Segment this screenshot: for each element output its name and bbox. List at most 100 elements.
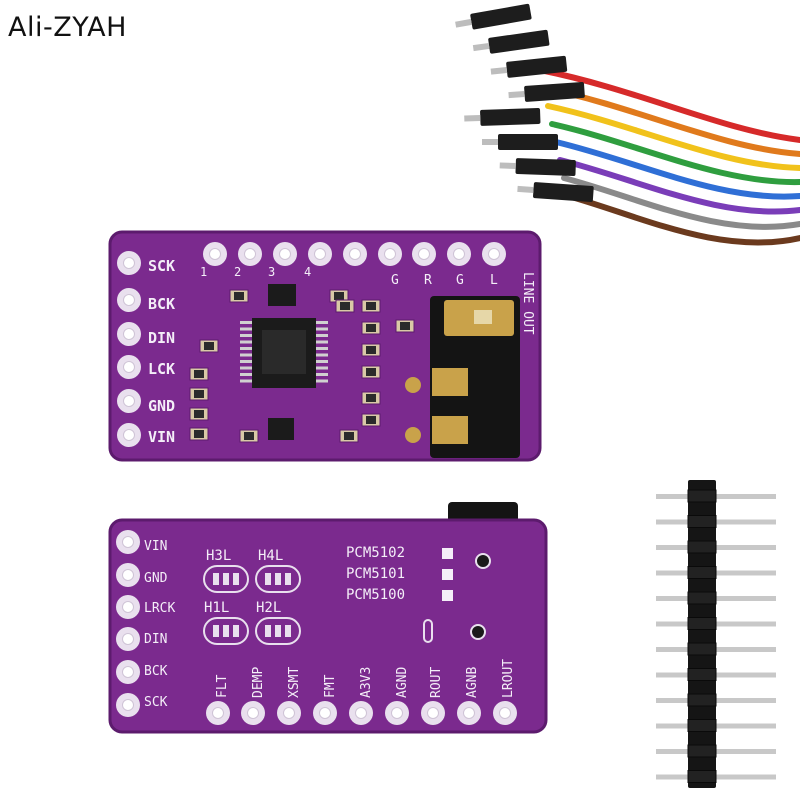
- dupont-pin: [490, 66, 508, 75]
- solder-jumper-pad: [285, 573, 291, 585]
- smd-component: [400, 322, 410, 330]
- smd-component: [234, 292, 244, 300]
- pin-pad: [122, 666, 134, 678]
- dupont-connector: [533, 182, 594, 203]
- back-pin-label: VIN: [144, 539, 167, 554]
- header-segment: [687, 693, 717, 707]
- smd-component: [366, 324, 376, 332]
- chip-leg: [316, 353, 328, 357]
- pin-pad: [488, 248, 500, 260]
- dupont-connector: [506, 55, 568, 78]
- jumper-wire: [557, 157, 800, 215]
- jumper-wires: [455, 3, 800, 246]
- solder-jumper-pad: [265, 625, 271, 637]
- pin-pad: [418, 248, 430, 260]
- pin-pad: [123, 361, 135, 373]
- header-segment: [687, 642, 717, 656]
- smd-component: [194, 410, 204, 418]
- chip-leg: [240, 334, 252, 337]
- chip-leg: [240, 373, 252, 376]
- front-audio-label: G: [391, 273, 399, 288]
- header-segment: [687, 617, 717, 630]
- pin-pad: [319, 707, 331, 719]
- regulator-chip: [268, 284, 296, 306]
- front-left-pin-pads: [117, 251, 141, 447]
- front-top-number: 4: [304, 265, 311, 279]
- solder-jumper-pad: [275, 625, 281, 637]
- chip-leg: [316, 327, 328, 331]
- solder-jumper-pad: [275, 573, 281, 585]
- smd-component: [194, 370, 204, 378]
- chip-leg: [240, 340, 252, 344]
- back-bottom-label: FMT: [323, 674, 338, 698]
- smd-component: [366, 368, 376, 376]
- smd-components: [189, 289, 415, 443]
- pin-pad: [122, 633, 134, 645]
- jumper-wire: [553, 139, 800, 200]
- header-segment: [687, 540, 717, 554]
- dupont-connector: [470, 3, 532, 30]
- header-segment: [687, 489, 717, 503]
- front-side-label: LINE OUT: [520, 272, 535, 335]
- back-pcb-shade: [108, 518, 548, 734]
- pin-pad: [463, 707, 475, 719]
- header-segment: [687, 668, 717, 681]
- chip-leg: [240, 321, 252, 324]
- solder-jumper-pad: [213, 625, 219, 637]
- dupont-pin: [464, 114, 481, 122]
- smd-component: [204, 342, 214, 350]
- back-pin-label: DIN: [144, 632, 167, 647]
- solder-jumper-pad: [223, 625, 229, 637]
- chip-leg: [316, 347, 328, 350]
- pin-pad: [209, 248, 221, 260]
- chip-leg: [240, 366, 252, 370]
- front-pin-label: GND: [148, 397, 175, 415]
- pin-pad: [453, 248, 465, 260]
- chip-leg: [316, 360, 328, 363]
- chip-option-label: PCM5102: [346, 545, 405, 561]
- front-pin-label: VIN: [148, 428, 175, 446]
- chip-leg: [316, 366, 328, 370]
- chip-leg: [316, 321, 328, 324]
- pin-pad: [244, 248, 256, 260]
- smd-component: [344, 432, 354, 440]
- pin-pad: [384, 248, 396, 260]
- jumper-wire: [565, 193, 800, 246]
- pin-header-strip: [656, 480, 776, 788]
- back-bottom-label: DEMP: [251, 667, 266, 698]
- pin-pad: [283, 707, 295, 719]
- back-pcb-board: VIN GND LRCK DIN BCK SCK H4L H3L H2L H1L…: [108, 502, 548, 734]
- chip-option-box: [442, 590, 453, 601]
- front-top-pin-pads: [203, 242, 506, 266]
- jumper-wire: [549, 121, 800, 186]
- smd-component: [244, 432, 254, 440]
- back-bottom-label: A3V3: [359, 667, 374, 698]
- solder-jumper: [423, 619, 433, 643]
- pin-pad: [122, 699, 134, 711]
- pin-pad: [123, 429, 135, 441]
- dupont-pin: [508, 90, 525, 99]
- solder-jumpers: [203, 565, 433, 645]
- header-segment: [687, 566, 717, 579]
- front-audio-label: G: [456, 273, 464, 288]
- back-left-pin-pads: [116, 530, 140, 717]
- mount-hole: [475, 553, 491, 569]
- chip-leg: [316, 379, 328, 383]
- chip-option-label: PCM5100: [346, 587, 405, 603]
- chip-leg: [316, 334, 328, 337]
- dupont-connector: [480, 107, 541, 126]
- front-pcb-shade: [108, 230, 542, 462]
- dupont-connector: [515, 158, 576, 177]
- chip-leg: [240, 353, 252, 357]
- jumper-wire: [537, 67, 800, 143]
- back-bottom-pin-pads: [206, 701, 517, 725]
- jumper-wire: [545, 103, 800, 171]
- front-pin-label: LCK: [148, 360, 175, 378]
- front-pcb-board: SCK BCK DIN LCK GND VIN 1 2 3 4 G R G L …: [108, 230, 542, 462]
- solder-jumper-pad: [233, 625, 239, 637]
- solder-jumper: [203, 565, 249, 593]
- chip-leg: [240, 360, 252, 363]
- chip-leg: [316, 340, 328, 344]
